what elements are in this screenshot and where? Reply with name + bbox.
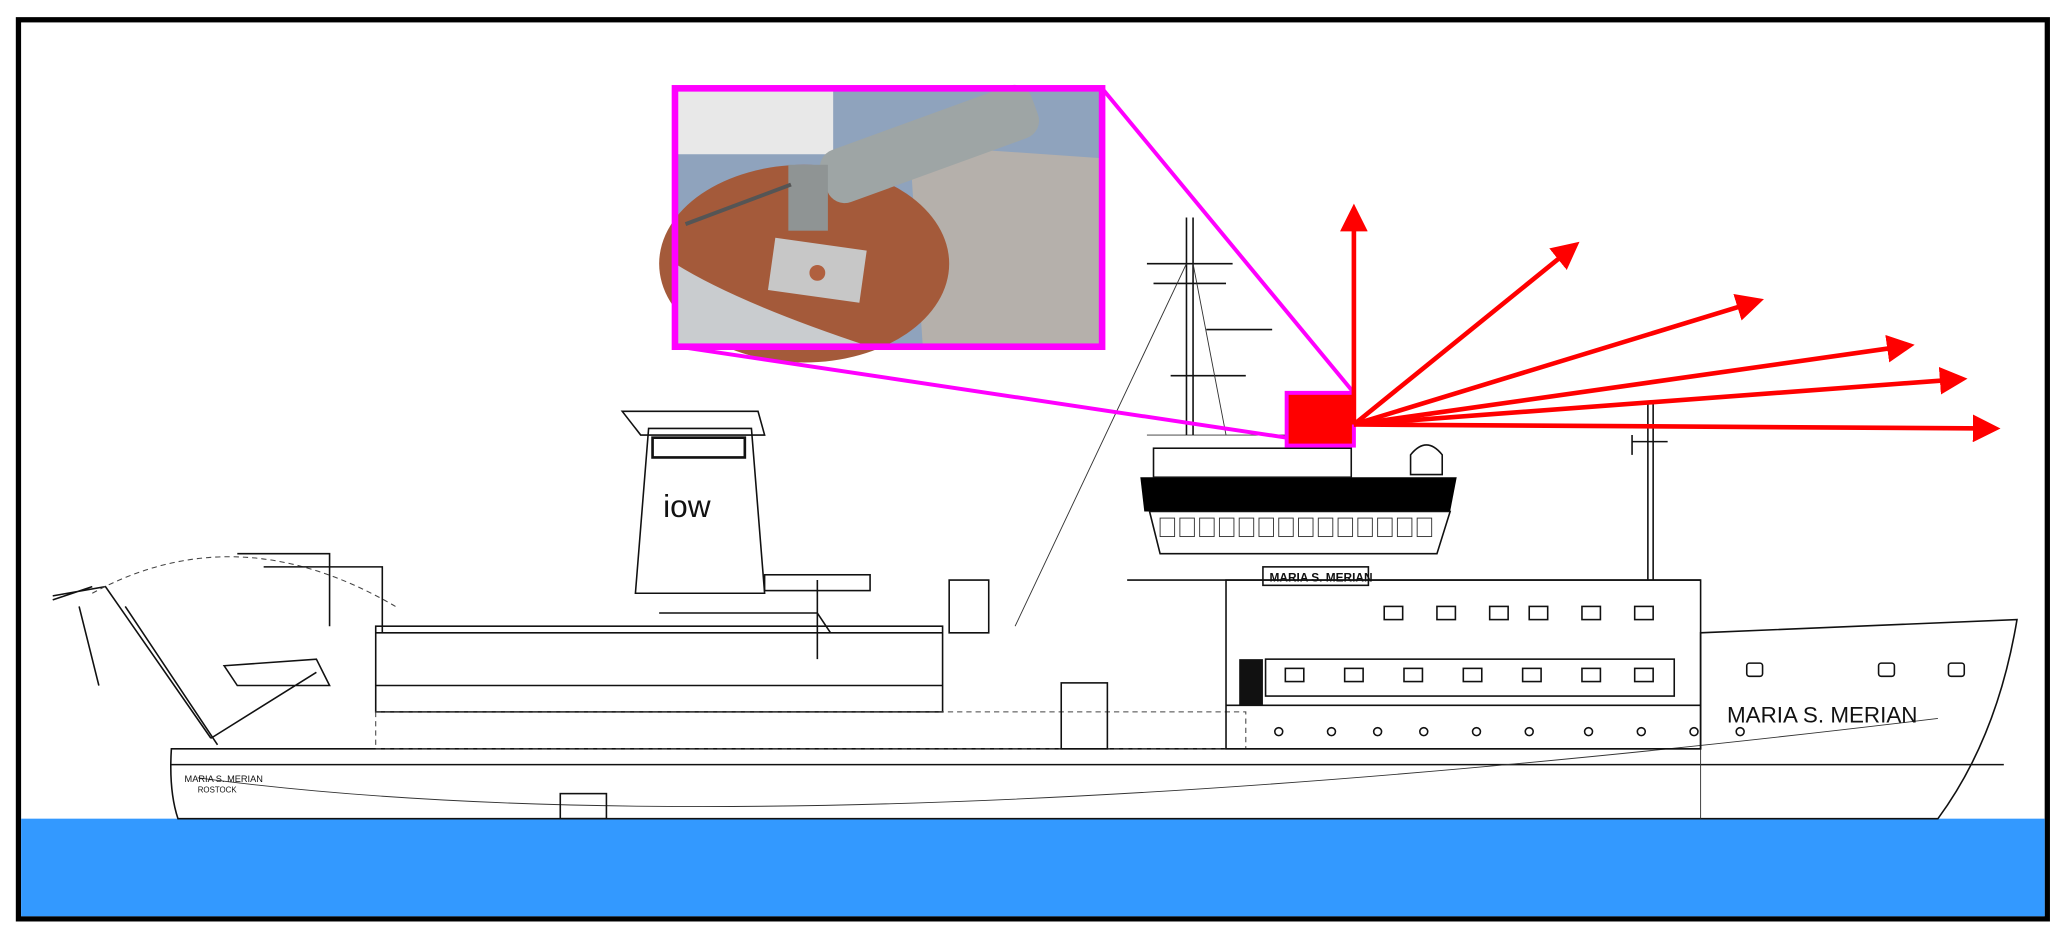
beam-arrow: [1353, 294, 1764, 427]
beam-arrow: [1352, 241, 1580, 427]
porthole: [1689, 726, 1699, 737]
window: [1633, 667, 1654, 683]
window: [1581, 667, 1602, 683]
upper-bridge: [1152, 447, 1353, 479]
aft-deck-house: [374, 625, 944, 713]
bridge-windows: [1159, 517, 1433, 538]
sensor-location-marker: [1284, 390, 1356, 448]
callout-line-top: [1100, 87, 1356, 395]
hull-curve: [197, 718, 1938, 808]
stern-a-frame: [52, 585, 219, 746]
window: [1488, 605, 1509, 621]
stern-cranes: [210, 552, 384, 739]
callout-line-bottom: [678, 344, 1287, 440]
bridge: [1148, 510, 1452, 555]
bridge-window: [1298, 517, 1314, 538]
main-mast: [1146, 217, 1273, 436]
bridge-roof-band: [1140, 477, 1457, 512]
beam-arrow: [1353, 366, 1968, 427]
window: [1633, 605, 1654, 621]
bridge-window: [1159, 517, 1176, 538]
window: [1284, 667, 1305, 683]
sensor-closeup-photo: [659, 84, 1103, 363]
water: [21, 818, 2045, 917]
bridge-window: [1317, 517, 1334, 538]
radome: [1409, 444, 1444, 476]
bridge-window: [1337, 517, 1354, 538]
window-row-upper: [1383, 605, 1654, 621]
porthole: [1636, 726, 1647, 737]
inset-frame: [671, 85, 1106, 351]
ship-drawing: iow MARIA S. MERIAN MARIA S. MERIAN: [52, 217, 2018, 820]
window: [1343, 667, 1364, 683]
porthole: [1524, 726, 1534, 737]
window: [1521, 667, 1542, 683]
funnel: [634, 427, 766, 595]
window: [1403, 667, 1424, 683]
bridge-window: [1238, 517, 1255, 538]
porthole-row: [1274, 726, 1745, 737]
svg-text:MARIA S. MERIAN: MARIA S. MERIAN: [1270, 570, 1373, 584]
porthole: [1372, 726, 1383, 737]
bridge-window: [1377, 517, 1393, 538]
stern-port: ROSTOCK: [198, 785, 238, 794]
bridge-window: [1357, 517, 1373, 538]
window: [1383, 605, 1404, 621]
funnel-logo: iow: [663, 488, 711, 524]
beam-arrow: [1353, 334, 1915, 427]
window: [1436, 605, 1457, 621]
porthole: [1735, 726, 1745, 737]
bridge-sign: [1262, 566, 1370, 587]
stern-name: MARIA S. MERIAN: [185, 774, 263, 784]
beam-arrow: [1353, 414, 2001, 443]
bridge-window: [1278, 517, 1294, 538]
window: [1528, 605, 1549, 621]
porthole: [1274, 726, 1284, 737]
hull-name: MARIA S. MERIAN: [1727, 702, 1918, 727]
bridge-window: [1396, 517, 1413, 538]
window: [1462, 667, 1483, 683]
window-row-middle: [1284, 667, 1654, 683]
lower-deck-boxes: [375, 711, 1247, 750]
fore-mast: [1631, 402, 1668, 581]
porthole: [1471, 726, 1482, 737]
mid-cranes: [659, 579, 990, 660]
porthole: [1583, 726, 1594, 737]
bridge-window: [1218, 517, 1235, 538]
bridge-window: [1258, 517, 1274, 538]
bridge-window: [1416, 517, 1433, 538]
porthole: [1326, 726, 1337, 737]
bridge-window: [1179, 517, 1195, 538]
porthole: [1419, 726, 1429, 737]
bridge-window: [1199, 517, 1215, 538]
window: [1581, 605, 1602, 621]
measurement-beam-arrows: [1340, 203, 2001, 443]
hull-outline: [170, 618, 2018, 820]
